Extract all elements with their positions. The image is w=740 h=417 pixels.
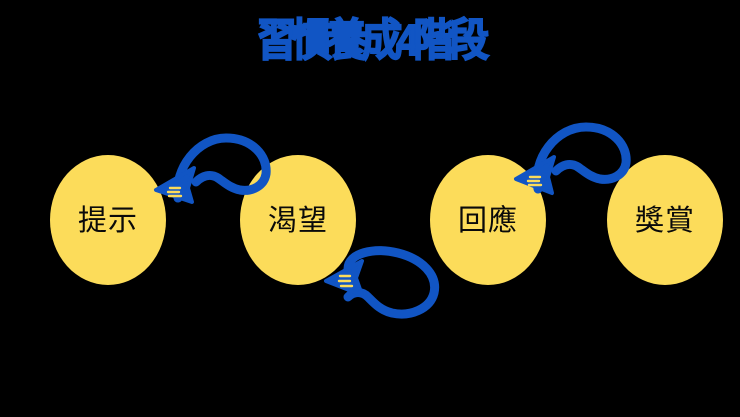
arrow-icon-craving-to-response [324, 246, 440, 319]
page-title: 習慣養成4階段 [256, 15, 490, 66]
stage-label-craving: 渴望 [267, 203, 328, 237]
stage-circle-craving[interactable]: 渴望 [240, 155, 356, 285]
arrow-icon-response-to-reward [514, 122, 631, 195]
stage-circle-cue[interactable]: 提示 [50, 155, 166, 285]
stage-label-cue: 提示 [77, 203, 138, 237]
stage-label-reward: 獎賞 [634, 203, 695, 237]
stage-circle-reward[interactable]: 獎賞 [607, 155, 723, 285]
stage-circle-response[interactable]: 回應 [430, 155, 546, 285]
stage-label-response: 回應 [457, 203, 518, 237]
arrow-icon-cue-to-craving [154, 133, 271, 204]
